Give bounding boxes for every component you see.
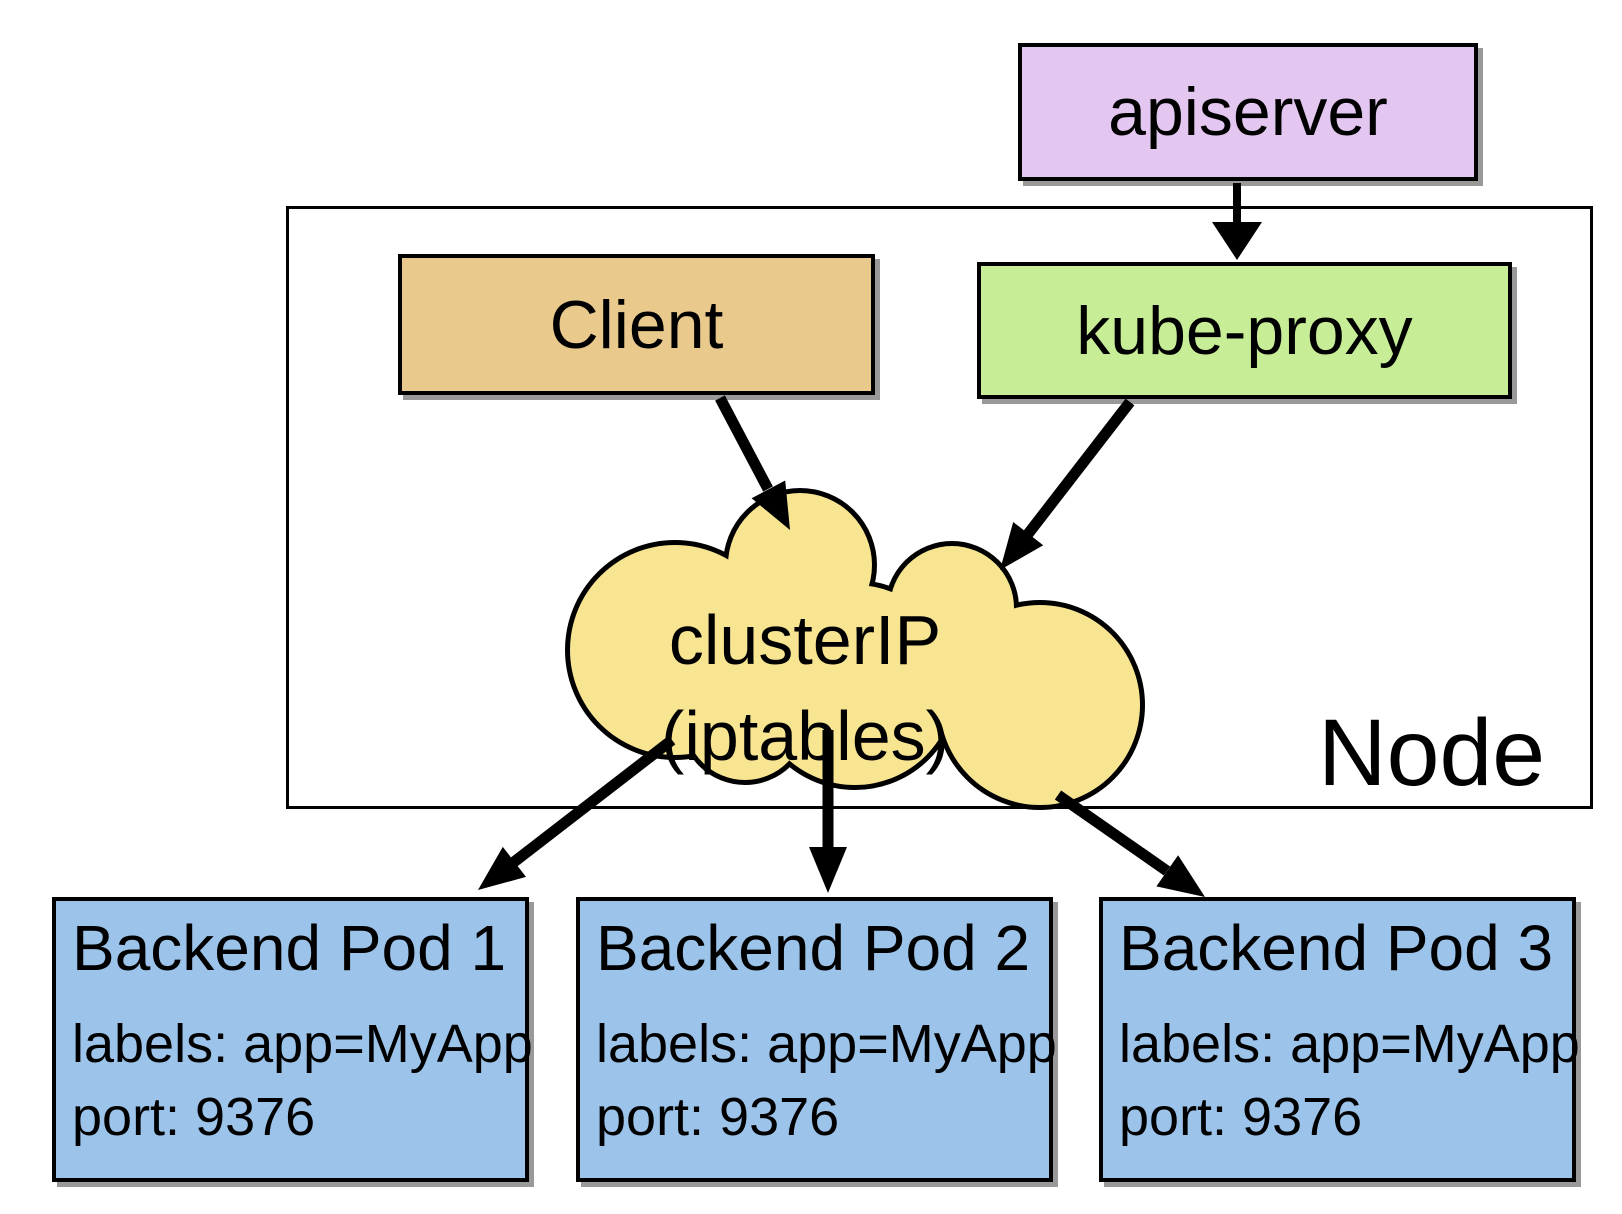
client-label: Client <box>549 286 724 363</box>
backend-pod-3-box: Backend Pod 3 labels: app=MyApp port: 93… <box>1099 897 1580 1182</box>
backend-pod-1-labels: labels: app=MyApp <box>72 1014 533 1075</box>
backend-pod-3-labels: labels: app=MyApp <box>1119 1014 1580 1075</box>
node-label: Node <box>1318 700 1546 806</box>
backend-pod-2-box: Backend Pod 2 labels: app=MyApp port: 93… <box>576 897 1057 1182</box>
backend-pod-2-labels: labels: app=MyApp <box>596 1014 1057 1075</box>
backend-pod-2-title: Backend Pod 2 <box>596 912 1031 984</box>
backend-pod-1-box: Backend Pod 1 labels: app=MyApp port: 93… <box>52 897 533 1182</box>
kube-proxy-box: kube-proxy <box>977 262 1512 399</box>
arrow-cluster-ip-to-pod-3 <box>1054 790 1205 897</box>
apiserver-box: apiserver <box>1018 43 1478 181</box>
backend-pod-1-title: Backend Pod 1 <box>72 912 507 984</box>
backend-pod-3-title: Backend Pod 3 <box>1119 912 1554 984</box>
kube-proxy-label: kube-proxy <box>1076 292 1413 369</box>
apiserver-label: apiserver <box>1108 74 1388 150</box>
backend-pod-3-port: port: 9376 <box>1119 1087 1363 1148</box>
backend-pod-1-port: port: 9376 <box>72 1087 316 1148</box>
client-box: Client <box>398 254 875 395</box>
backend-pod-2-port: port: 9376 <box>596 1087 840 1148</box>
